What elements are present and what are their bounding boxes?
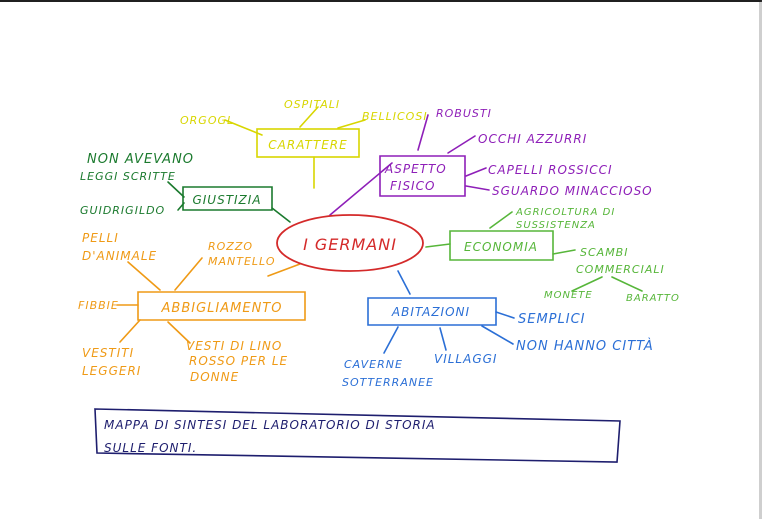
caratteri-item-orgogl: ORGOGL (180, 114, 234, 127)
link-abb-lino (167, 321, 191, 344)
link-aspetto-robusti (417, 114, 429, 151)
abitazioni-title: ABITAZIONI (391, 305, 470, 319)
giustizia-title: GIUSTIZIA (192, 193, 261, 207)
abb-item-vestiti-1: VESTITI (82, 346, 134, 360)
abb-item-rozzo-1: ROZZO (208, 240, 253, 253)
giustizia-item-non-avevano: NON AVEVANO (87, 152, 194, 167)
link-giustizia-leggi (167, 181, 185, 198)
link-caratteri-bellicosi (337, 119, 366, 129)
giustizia-item-leggi: LEGGI SCRITTE (80, 170, 176, 183)
economia-box (449, 230, 554, 261)
aspetto-item-occhi: OCCHI AZZURRI (478, 132, 587, 146)
link-caratteri-orgogl (224, 119, 263, 136)
link-abitazioni-semplici (495, 311, 515, 319)
caratteri-item-bellicosi: BELLICOSI (362, 110, 428, 123)
link-abitazioni-caverne (383, 326, 399, 354)
link-center-abitazioni (397, 270, 411, 295)
abb-item-rozzo-2: MANTELLO (208, 255, 276, 268)
link-aspetto-capelli (465, 167, 487, 177)
link-abitazioni-villaggi (439, 327, 447, 351)
caratteri-item-ospitali: OSPITALI (284, 98, 340, 111)
right-edge-bar (759, 2, 762, 519)
abitazioni-item-caverne-2: SOTTERRANEE (342, 376, 434, 389)
link-scambi-monete (571, 276, 603, 292)
abb-item-lino-3: DONNE (190, 370, 239, 384)
caption-line1: MAPPA DI SINTESI DEL LABORATORIO DI STOR… (104, 418, 436, 432)
economia-title: ECONOMIA (464, 240, 538, 254)
abb-item-fibbie: FIBBIE (78, 299, 119, 312)
economia-item-agricoltura-1: AGRICOLTURA DI (515, 207, 615, 218)
abb-item-pelli-2: D'ANIMALE (82, 249, 157, 263)
aspetto-title-line1: ASPETTO (384, 162, 447, 176)
abitazioni-item-caverne-1: CAVERNE (344, 358, 403, 371)
abitazioni-item-villaggi: VILLAGGI (434, 352, 497, 366)
economia-item-scambi-1: SCAMBI (580, 246, 628, 259)
link-aspetto-occhi (447, 135, 476, 154)
abbigliamento-title: ABBIGLIAMENTO (161, 301, 283, 316)
link-abb-rozzo (174, 257, 203, 291)
abitazioni-item-citta: NON HANNO CITTÀ (516, 338, 654, 354)
link-abitazioni-citta (481, 325, 514, 345)
abitazioni-box (367, 297, 497, 326)
center-ellipse (276, 214, 424, 272)
abitazioni-item-semplici: SEMPLICI (518, 312, 586, 327)
economia-item-agricoltura-2: SUSSISTENZA (516, 220, 596, 231)
giustizia-item-guidrigildo: GUIDRIGILDO (80, 204, 165, 217)
link-aspetto-sguardo (465, 185, 490, 191)
aspetto-item-capelli: CAPELLI ROSSICCI (488, 163, 613, 177)
economia-item-scambi-2: COMMERCIALI (576, 263, 665, 276)
link-center-economia (425, 243, 451, 248)
abb-item-lino-2: ROSSO PER LE (189, 354, 288, 368)
economia-sub-baratto: BARATTO (626, 293, 680, 304)
abbigliamento-box (137, 291, 306, 321)
link-economia-agricoltura (489, 211, 513, 229)
link-center-giustizia (271, 207, 291, 223)
aspetto-box (379, 155, 466, 197)
abb-item-pelli-1: PELLI (82, 231, 119, 245)
link-giustizia-guidrigildo (177, 202, 185, 211)
caratteri-title: CARATTERE (268, 138, 347, 152)
caratteri-box (256, 128, 360, 158)
link-abb-vestiti (119, 319, 141, 343)
aspetto-title-line2: FISICO (390, 179, 435, 193)
link-abb-pelli (127, 261, 161, 291)
caption-box (94, 408, 621, 463)
abb-item-vestiti-2: LEGGERI (82, 364, 141, 378)
abb-item-lino-1: VESTI DI LINO (186, 339, 282, 353)
aspetto-item-robusti: ROBUSTI (436, 107, 492, 120)
economia-sub-monete: MONETE (544, 290, 593, 301)
link-caratteri-ospitali (299, 106, 319, 128)
giustizia-box (182, 186, 273, 211)
aspetto-item-sguardo: SGUARDO MINACCIOSO (492, 184, 653, 198)
center-label: I GERMANI (303, 235, 397, 254)
caption-line2: SULLE FONTI. (104, 441, 197, 455)
link-scambi-baratto (611, 276, 643, 292)
link-center-aspetto (329, 162, 393, 216)
link-economia-scambi (552, 249, 576, 255)
link-center-abbigliamento (267, 263, 301, 277)
